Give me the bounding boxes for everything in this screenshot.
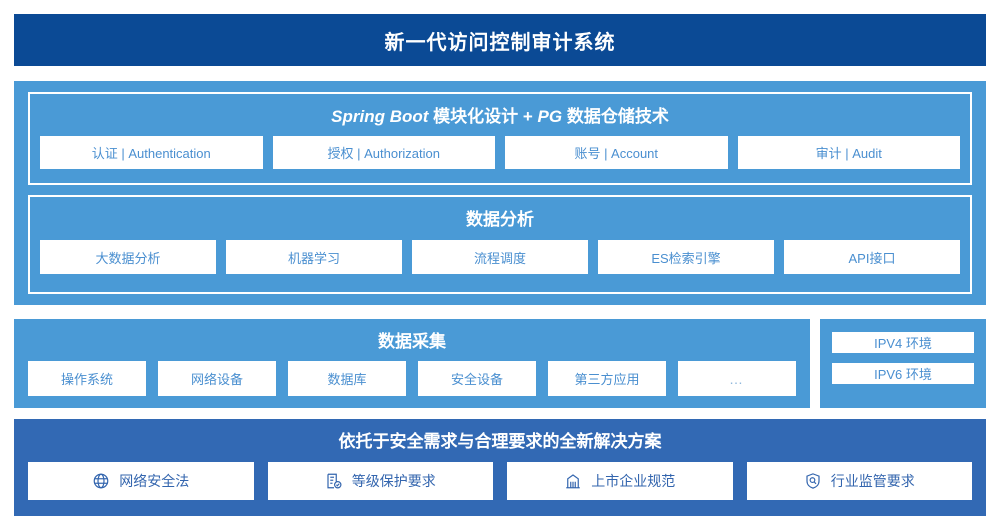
chip-label: 授权 | Authorization bbox=[327, 146, 440, 161]
bank-building-icon bbox=[564, 472, 582, 490]
environment-panel: IPV4 环境 IPV6 环境 bbox=[820, 319, 986, 408]
analysis-module-es-search[interactable]: ES检索引擎 bbox=[598, 240, 774, 274]
document-check-icon bbox=[325, 472, 343, 490]
data-source-more[interactable]: … bbox=[678, 361, 796, 396]
environment-ipv4[interactable]: IPV4 环境 bbox=[832, 332, 974, 353]
chip-label: 认证 | Authentication bbox=[91, 146, 211, 161]
compliance-panel: 依托于安全需求与合理要求的全新解决方案 网络安全法 bbox=[14, 419, 986, 516]
environment-list: IPV4 环境 IPV6 环境 bbox=[832, 332, 974, 384]
analysis-module-list: 大数据分析 机器学习 流程调度 ES检索引擎 API接口 bbox=[30, 240, 970, 274]
compliance-title: 依托于安全需求与合理要求的全新解决方案 bbox=[338, 432, 662, 451]
framework-group: Spring Boot 模块化设计 + PG 数据仓储技术 认证 | Authe… bbox=[28, 92, 972, 185]
chip-label: 数据库 bbox=[327, 372, 367, 387]
globe-icon bbox=[92, 472, 110, 490]
chip-label: 等级保护要求 bbox=[351, 473, 436, 489]
framework-title-middle: 模块化设计 + bbox=[428, 107, 538, 126]
compliance-item-classified-protection[interactable]: 等级保护要求 bbox=[267, 462, 493, 500]
framework-module-authentication[interactable]: 认证 | Authentication bbox=[40, 136, 263, 169]
chip-label: IPV4 环境 bbox=[874, 336, 932, 351]
chip-label: API接口 bbox=[848, 250, 896, 266]
analysis-module-api[interactable]: API接口 bbox=[784, 240, 960, 274]
chip-label: 网络设备 bbox=[190, 372, 243, 387]
data-source-security-device[interactable]: 安全设备 bbox=[418, 361, 536, 396]
compliance-item-listed-company-standards[interactable]: 上市企业规范 bbox=[507, 462, 733, 500]
framework-title-springboot: Spring Boot bbox=[331, 107, 429, 126]
environment-ipv6[interactable]: IPV6 环境 bbox=[832, 363, 974, 384]
framework-module-list: 认证 | Authentication 授权 | Authorization 账… bbox=[30, 136, 970, 169]
platform-panel: Spring Boot 模块化设计 + PG 数据仓储技术 认证 | Authe… bbox=[14, 81, 986, 305]
analysis-module-bigdata[interactable]: 大数据分析 bbox=[40, 240, 216, 274]
chip-label: 操作系统 bbox=[60, 372, 113, 387]
compliance-item-cybersecurity-law[interactable]: 网络安全法 bbox=[28, 462, 254, 500]
framework-module-account[interactable]: 账号 | Account bbox=[505, 136, 728, 169]
compliance-item-industry-regulation[interactable]: 行业监管要求 bbox=[746, 462, 972, 500]
data-source-list: 操作系统 网络设备 数据库 安全设备 第三方应用 … bbox=[14, 361, 810, 396]
data-source-operating-system[interactable]: 操作系统 bbox=[28, 361, 146, 396]
chip-label: 第三方应用 bbox=[574, 372, 640, 387]
analysis-module-machine-learning[interactable]: 机器学习 bbox=[226, 240, 402, 274]
analysis-module-process-scheduling[interactable]: 流程调度 bbox=[412, 240, 588, 274]
analysis-group-title: 数据分析 bbox=[466, 210, 534, 229]
data-source-third-party-app[interactable]: 第三方应用 bbox=[548, 361, 666, 396]
chip-label: 大数据分析 bbox=[95, 250, 161, 266]
data-collection-panel: 数据采集 操作系统 网络设备 数据库 安全设备 第三方应用 … bbox=[14, 319, 810, 408]
framework-title-pg: PG bbox=[537, 107, 563, 126]
data-source-network-device[interactable]: 网络设备 bbox=[158, 361, 276, 396]
chip-label: 账号 | Account bbox=[574, 146, 659, 161]
data-source-database[interactable]: 数据库 bbox=[288, 361, 406, 396]
framework-module-authorization[interactable]: 授权 | Authorization bbox=[272, 136, 495, 169]
chip-label: 机器学习 bbox=[287, 250, 340, 266]
framework-title-suffix: 数据仓储技术 bbox=[562, 107, 669, 126]
framework-module-audit[interactable]: 审计 | Audit bbox=[737, 136, 960, 169]
framework-group-title: Spring Boot 模块化设计 + PG 数据仓储技术 bbox=[30, 102, 970, 127]
chip-label: 上市企业规范 bbox=[591, 473, 676, 489]
page-title: 新一代访问控制审计系统 bbox=[384, 31, 616, 54]
chip-label: 流程调度 bbox=[473, 250, 526, 266]
chip-label: ES检索引擎 bbox=[651, 250, 721, 266]
chip-label: 审计 | Audit bbox=[815, 146, 882, 161]
chip-label: 安全设备 bbox=[450, 372, 503, 387]
chip-label: 行业监管要求 bbox=[830, 473, 915, 489]
chip-label: … bbox=[729, 370, 745, 387]
analysis-group: 数据分析 大数据分析 机器学习 流程调度 ES检索引擎 API接口 bbox=[28, 195, 972, 294]
data-collection-title: 数据采集 bbox=[378, 332, 446, 351]
page-title-bar: 新一代访问控制审计系统 bbox=[14, 14, 986, 66]
chip-label: 网络安全法 bbox=[119, 473, 190, 489]
shield-search-icon bbox=[804, 472, 822, 490]
compliance-list: 网络安全法 等级保护要求 bbox=[14, 462, 986, 500]
chip-label: IPV6 环境 bbox=[874, 367, 932, 382]
